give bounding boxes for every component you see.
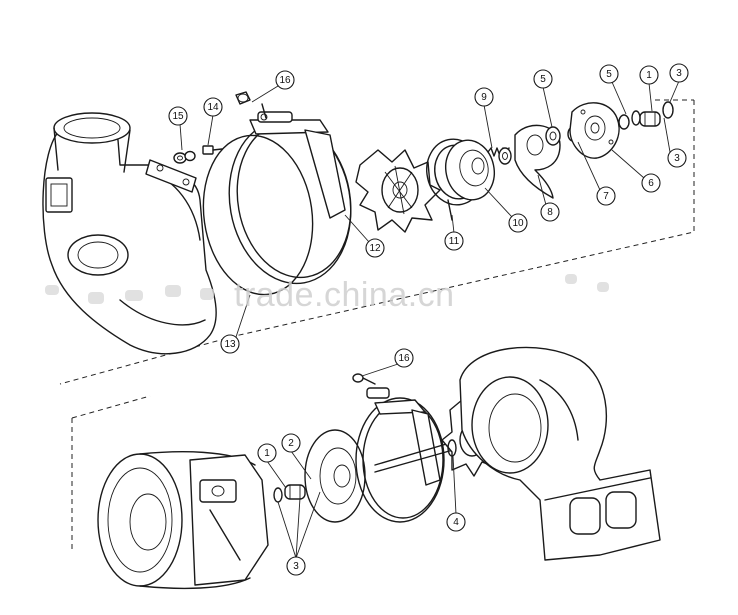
callout-circle (281, 433, 301, 453)
callout-number: 12 (369, 243, 381, 254)
callout-circle (669, 63, 689, 83)
callout-c5a: 5 (533, 69, 553, 89)
callout-circle (533, 69, 553, 89)
leader-lines-bottom (266, 363, 457, 559)
callout-number: 10 (512, 218, 524, 229)
washer-5b (618, 114, 630, 130)
callout-c13: 13 (220, 334, 240, 354)
retaining-rings-3-top (631, 101, 674, 126)
callout-number: 5 (540, 74, 546, 85)
section-divider (59, 99, 695, 552)
callout-c8: 8 (540, 202, 560, 222)
screw-14 (202, 145, 223, 155)
callout-circle (474, 87, 494, 107)
callout-circle (540, 202, 560, 222)
callout-circle (394, 348, 414, 368)
washer-5a (545, 126, 561, 146)
callout-c9: 9 (474, 87, 494, 107)
callout-number: 6 (648, 178, 654, 189)
callout-c2: 2 (281, 433, 301, 453)
callout-c1a: 1 (639, 65, 659, 85)
callout-c4: 4 (446, 512, 466, 532)
callout-circle (365, 238, 385, 258)
callout-c16a: 16 (275, 70, 295, 90)
v-band-clamp-top (228, 103, 352, 285)
callout-circle (599, 64, 619, 84)
callout-c3b: 3 (667, 148, 687, 168)
callout-number: 5 (606, 69, 612, 80)
insert-10 (445, 139, 495, 201)
callout-circle (444, 231, 464, 251)
bearing-1-bottom (284, 484, 306, 500)
callout-c3a: 3 (669, 63, 689, 83)
piston-ring-4 (447, 439, 457, 457)
callout-number: 16 (279, 75, 291, 86)
callout-circle (446, 512, 466, 532)
bolt-16-top (235, 91, 251, 105)
callout-c14: 14 (203, 97, 223, 117)
callout-number: 13 (224, 339, 236, 350)
callout-circle (596, 186, 616, 206)
callout-number: 1 (264, 448, 270, 459)
callout-circle (641, 173, 661, 193)
callout-number: 8 (547, 207, 553, 218)
callout-c12: 12 (365, 238, 385, 258)
turbine-housing (459, 346, 661, 561)
callout-circle (220, 334, 240, 354)
bearing-1 (639, 111, 661, 127)
callout-circle (286, 556, 306, 576)
callout-number: 9 (481, 92, 487, 103)
callout-c11: 11 (444, 231, 464, 251)
spring-9 (487, 147, 512, 165)
callout-number: 15 (172, 111, 184, 122)
callout-c3c: 3 (286, 556, 306, 576)
watermark-text: trade.china.cn (234, 276, 455, 314)
callout-number: 11 (449, 236, 460, 247)
callout-number: 3 (293, 561, 299, 572)
v-band-clamp-bottom (355, 387, 445, 523)
compressor-housing (42, 112, 217, 355)
callout-c10: 10 (508, 213, 528, 233)
watermark-blur (45, 274, 609, 304)
callout-circle (639, 65, 659, 85)
callout-circle (275, 70, 295, 90)
bolt-16-bottom (352, 373, 376, 385)
callout-number: 14 (207, 102, 219, 113)
callout-number: 3 (676, 68, 682, 79)
callout-c7: 7 (596, 186, 616, 206)
callout-circle (667, 148, 687, 168)
washer-15 (173, 150, 196, 164)
callout-circle (168, 106, 188, 126)
callout-c5b: 5 (599, 64, 619, 84)
callout-number: 4 (453, 517, 459, 528)
leader-lines-top (179, 80, 680, 338)
compressor-wheel (355, 149, 441, 233)
callout-c15: 15 (168, 106, 188, 126)
callout-number: 2 (288, 438, 294, 449)
bearing-housing (97, 451, 269, 590)
callout-number: 3 (674, 153, 680, 164)
callout-number: 16 (398, 353, 410, 364)
callout-circle (508, 213, 528, 233)
callout-number: 7 (603, 191, 609, 202)
callout-c16b: 16 (394, 348, 414, 368)
callout-circle (257, 443, 277, 463)
callout-c6: 6 (641, 173, 661, 193)
callout-c1b: 1 (257, 443, 277, 463)
callout-circle (203, 97, 223, 117)
o-ring-13 (202, 134, 314, 296)
callout-number: 1 (646, 70, 652, 81)
thrust-bearing-6 (569, 102, 620, 159)
